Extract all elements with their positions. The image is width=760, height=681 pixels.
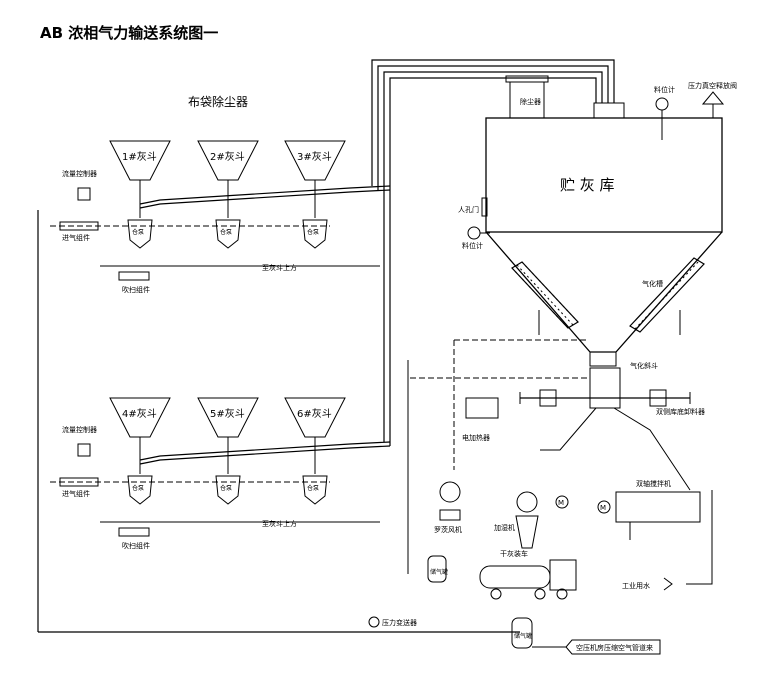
fluidizer2-label: 气化斜斗 <box>630 361 658 370</box>
pressure-transmitter-label: 压力变送器 <box>382 618 417 627</box>
level-meter-label: 料位计 <box>654 85 675 94</box>
blower-label: 罗茨风机 <box>434 525 462 534</box>
inlet-bottom-label: 进气组件 <box>62 489 90 498</box>
page-title: AB 浓相气力输送系统图一 <box>40 24 219 42</box>
hopper-group-top <box>50 140 391 281</box>
pressure-valve-label: 压力真空释放阀 <box>688 81 737 90</box>
tank2-label: 储气罐 <box>514 632 532 640</box>
motor-label: M <box>600 504 606 512</box>
pump3-label: 仓泵 <box>307 228 319 236</box>
silo <box>467 75 725 367</box>
hopper3-label: 3#灰斗 <box>297 150 332 163</box>
pump5-label: 仓泵 <box>220 484 232 492</box>
purge-bottom-label: 吹扫组件 <box>122 541 150 550</box>
manhole-label: 人孔门 <box>458 205 479 214</box>
purge-top-label: 吹扫组件 <box>122 285 150 294</box>
hopper6-label: 6#灰斗 <box>297 407 332 420</box>
unloader-label: 双侧库底卸料器 <box>656 407 705 416</box>
controller-top-label: 流量控制器 <box>62 169 97 178</box>
hopper1-label: 1#灰斗 <box>122 150 157 163</box>
tank1-label: 储气罐 <box>430 568 448 576</box>
hopper-group-bottom <box>50 397 391 537</box>
to-hopper-top-label: 至灰斗上方 <box>262 263 297 272</box>
hopper2-label: 2#灰斗 <box>210 150 245 163</box>
conveying-pipes <box>37 59 615 633</box>
hopper5-label: 5#灰斗 <box>210 407 245 420</box>
humidifier-label: 加湿机 <box>494 523 515 532</box>
fluidizer-label: 气化槽 <box>642 279 663 288</box>
heater-label: 电加热器 <box>462 433 490 442</box>
to-hopper-bottom-label: 至灰斗上方 <box>262 519 297 528</box>
silo-label: 贮 灰 库 <box>560 176 615 194</box>
pump2-label: 仓泵 <box>220 228 232 236</box>
baghouse-label: 布袋除尘器 <box>188 94 248 109</box>
inlet-top-label: 进气组件 <box>62 233 90 242</box>
controller-bottom-label: 流量控制器 <box>62 425 97 434</box>
unloading-equipment <box>368 339 713 655</box>
compressor-label: 空压机房压缩空气管道来 <box>576 643 653 652</box>
dust-collector-label: 除尘器 <box>520 97 541 106</box>
pump4-label: 仓泵 <box>132 484 144 492</box>
pump6-label: 仓泵 <box>307 484 319 492</box>
hopper4-label: 4#灰斗 <box>122 407 157 420</box>
mixer-label: 双轴搅拌机 <box>636 479 671 488</box>
dry-unload-label: 干灰装车 <box>500 549 528 558</box>
level-meter2-label: 料位计 <box>462 241 483 250</box>
pump1-label: 仓泵 <box>132 228 144 236</box>
water-label: 工业用水 <box>622 581 650 590</box>
motor-label-2: M <box>558 499 564 507</box>
